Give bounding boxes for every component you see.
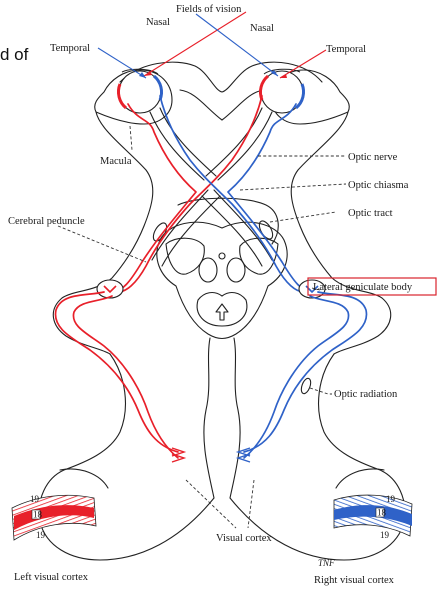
left-red-nucleus [198,257,218,283]
aqueduct-dot [218,252,226,260]
right-optic-radiation-lower [243,295,350,459]
lgb-highlight-box [307,277,437,296]
left-optic-radiation-lower [72,295,179,459]
left-cortex-mark-top: 19 [30,494,40,504]
left-medial-outline [203,337,215,499]
temporal-label-left: Temporal [50,43,90,54]
right-temporal-outline [290,111,392,355]
lateral-geniculate-label: Lateral geniculate body [313,282,413,293]
aqueduct-outline [215,303,229,321]
right-cortex-mark-bottom: 19 [380,530,390,540]
left-cortex-marker [31,509,41,520]
left-optic-tract-sheath [151,189,221,267]
right-occipital-outline [229,353,406,561]
page-text-fragment: d of [0,45,29,64]
left-retina-temporal [116,83,128,110]
nasal-label-right: Nasal [250,23,274,34]
nasal-ray-to-left-eye [143,11,247,77]
macula-label: Macula [100,156,132,167]
right-retina-temporal [294,83,306,110]
temporal-ray-right [279,49,327,79]
right-cortex-mark-mid: 18 [377,508,387,518]
optic-tract-label: Optic tract [348,208,393,219]
right-orbit-outline [271,69,350,125]
midbrain-section-outline [156,221,288,340]
left-cortex-mark-bottom: 19 [36,530,46,540]
red-fiber-left-temporal [111,103,197,293]
right-cortex-marker [375,507,385,518]
blue-fiber-right-temporal [227,103,313,293]
right-lens [263,68,301,75]
right-medial-outline [229,337,241,499]
temporal-ray-left-arrow [139,72,146,78]
fields-of-vision-label: Fields of vision [176,4,242,15]
left-optic-nerve-sheath [149,107,217,181]
visual-cortex-label: Visual cortex [216,533,272,544]
right-lateral-geniculate-body [298,279,326,299]
cerebral-peduncle-leader [57,225,147,263]
right-optic-nerve-sheath [205,107,273,181]
left-cortex-mark-mid: 18 [33,510,43,520]
brain-outline [38,61,406,561]
temporal-label-right: Temporal [326,44,366,55]
left-lateral-geniculate-body [96,279,124,299]
nasal-ray-left-arrow [144,71,152,76]
leader-lines [57,125,347,529]
optic-pathways [111,95,313,293]
optic-radiation-label: Optic radiation [334,389,398,400]
artist-signature: TNF [318,558,335,568]
right-radiation-terminal-lower [235,453,251,463]
right-eye [258,68,306,114]
visual-cortex-leader-right [247,479,255,529]
temporal-ray-left [97,47,147,79]
right-red-nucleus [226,257,246,283]
frontal-outline [119,61,323,93]
temporal-ray-right-arrow [280,74,287,78]
left-eye [116,68,164,114]
nasal-label-left: Nasal [146,17,170,28]
visual-cortex-leader-left [185,479,237,529]
nasal-ray-to-right-eye [195,13,279,77]
right-visual-cortex-band: 19 18 19 [333,494,413,540]
optic-nerve-label: Optic nerve [348,152,398,163]
left-radiation-terminal-lower [171,453,187,463]
right-cortex-solid-band [334,505,412,526]
frontal-inner-outline [179,89,265,121]
right-visual-cortex-label: Right visual cortex [314,575,395,586]
optic-chiasma-label: Optic chiasma [348,180,409,191]
right-cortex-sulcus [335,468,385,489]
lgb-leader [311,287,321,291]
left-visual-cortex-band: 19 18 19 [11,494,97,541]
left-occipital-outline [38,353,215,561]
nasal-ray-right-arrow [271,70,278,76]
tectum-outline [196,291,248,327]
left-optic-radiation-upper [54,291,179,453]
left-lens [121,68,159,75]
left-cortex-sulcus [59,468,109,489]
left-visual-cortex-label: Left visual cortex [14,572,89,583]
optic-radiations [54,291,368,463]
right-optic-tract-sheath [201,189,273,267]
blue-fiber-left-nasal [159,95,305,293]
macula-leader [129,125,133,151]
optic-chiasma-leader [239,183,347,191]
red-fiber-right-nasal [117,95,263,293]
optic-radiation-leader [309,387,332,395]
left-lgb-synapse [103,285,117,294]
right-optic-radiation-upper [243,291,368,453]
optic-tract-leader [269,211,337,223]
cerebral-peduncle-label: Cerebral peduncle [8,216,85,227]
visual-field-rays [97,11,327,79]
optic-radiation-ring [300,377,312,395]
right-cortex-mark-top: 19 [386,494,396,504]
left-temporal-outline [52,111,154,355]
